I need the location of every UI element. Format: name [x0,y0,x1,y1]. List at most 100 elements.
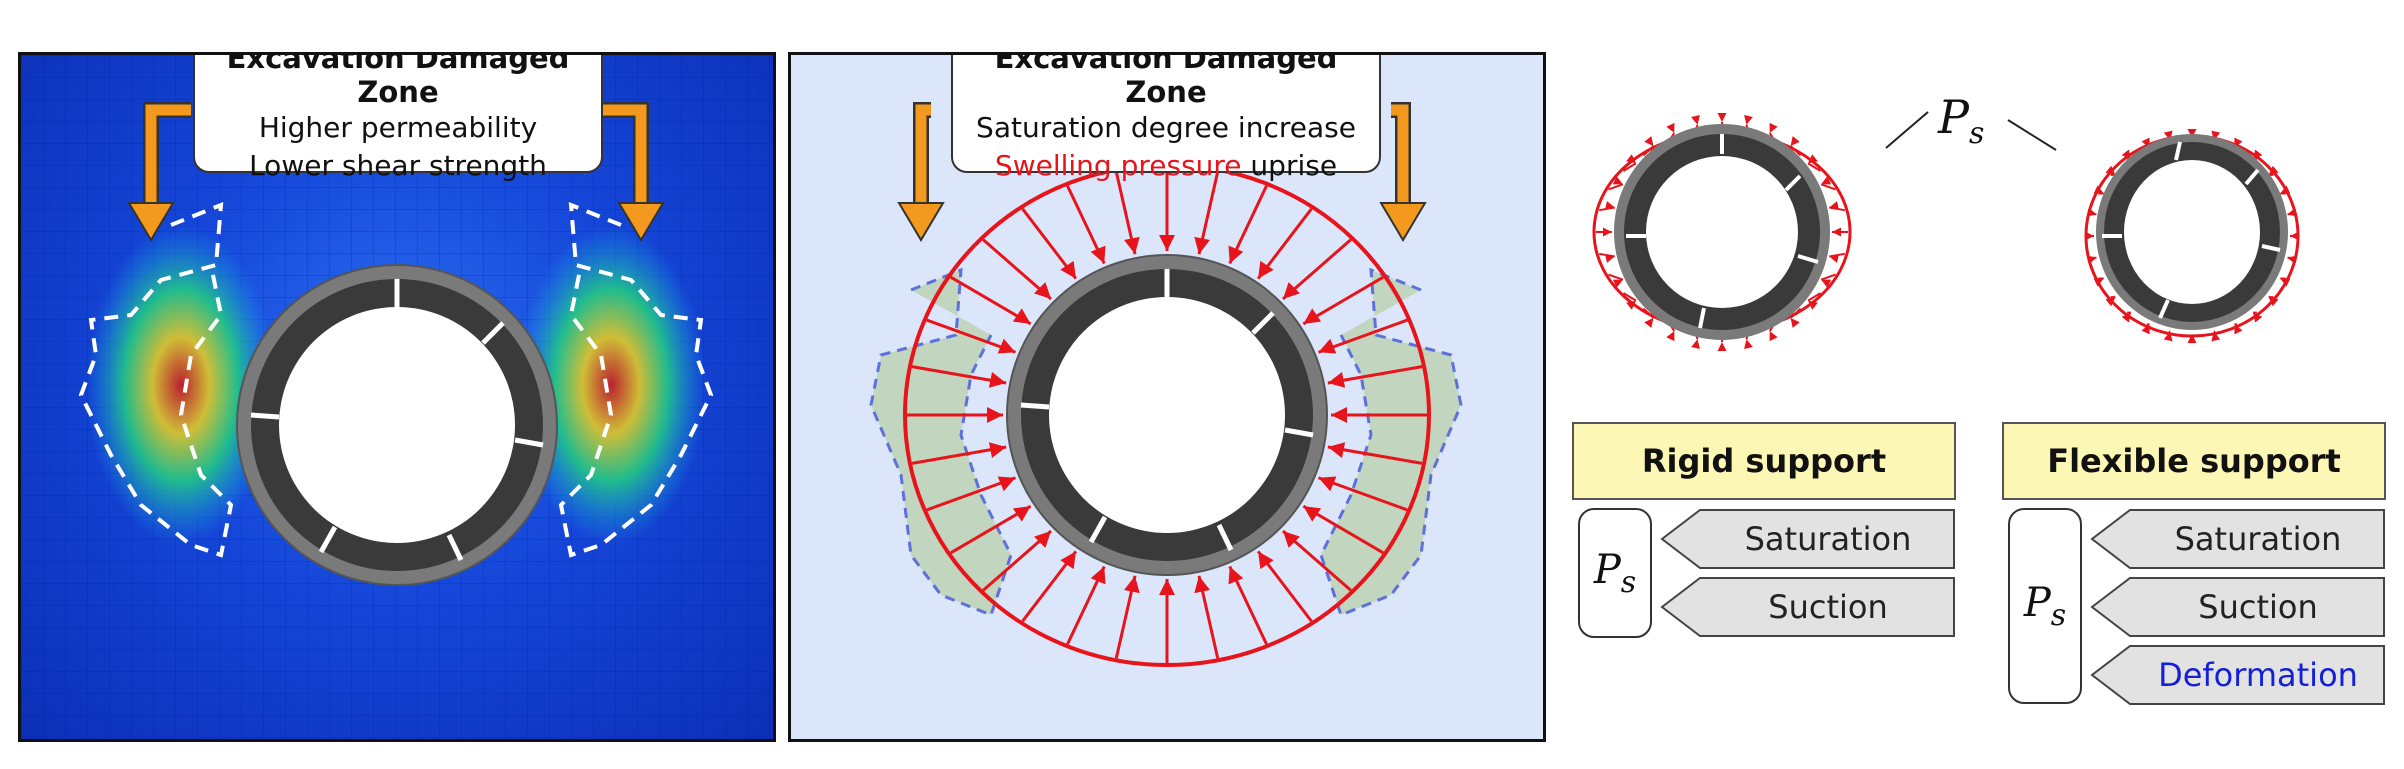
pressure-arrow-head [1691,114,1700,125]
pressure-arrow-head [2187,334,2197,343]
pressure-arrow-head [1282,530,1300,548]
pressure-arrow-head [2121,149,2131,160]
rigid-support-title: Rigid support [1572,422,1956,500]
pressure-arrow-head [1829,254,1840,263]
pressure-arrow-head [1821,176,1832,185]
pressure-arrow-head [1717,342,1727,351]
pressure-arrow-head [1744,114,1753,125]
pressure-arrow-head [2141,324,2150,335]
flexible-factor-deformation: Deformation [2090,644,2386,706]
pressure-arrow-shaft [1745,327,1751,340]
pressure-arrow-head [2253,312,2263,323]
pressure-arrow-head [1012,308,1031,324]
pressure-arrow-shaft [1642,307,1655,319]
rigid-ps-box: Ps [1578,508,1652,638]
pressure-arrow-head [2280,278,2291,287]
pressure-arrow-head [1124,575,1140,594]
pressure-arrow-head [1258,551,1274,570]
ps-label: P [2023,579,2051,626]
pressure-arrow-head [1327,442,1346,458]
edz-zone-right [1319,267,1463,617]
pressure-arrow-head [1327,372,1346,388]
pressure-arrow-shaft [1829,252,1846,258]
pressure-arrow-head [2234,324,2243,335]
pressure-arrow-shaft [1608,183,1624,191]
callout-line: Swelling pressure uprise [953,147,1379,185]
pressure-arrow-head [2086,207,2097,217]
flexible-factor-suction: Suction [2090,576,2386,638]
pressure-arrow-head [1303,308,1322,324]
pressure-arrow-head [2211,130,2221,141]
pressure-arrow-head [2121,312,2131,323]
swelling-pressure-text: Swelling pressure [994,149,1242,182]
edz-swelling-panel: Excavation Damaged Zone Saturation degre… [788,52,1546,742]
pressure-arrow-shaft [1807,162,1822,172]
pressure-arrow-shaft [1693,327,1699,340]
pressure-arrow-head [1090,245,1106,264]
factor-label: Saturation [1744,520,1912,558]
pressure-arrow-head [1626,300,1636,310]
pressure-arrow-head [1159,235,1175,251]
edz-zone-left [869,267,1013,617]
pressure-arrow-head [2105,165,2116,175]
pressure-arrow-head [1318,476,1337,492]
pressure-arrow-shaft [1666,132,1676,145]
factor-label: Suction [1768,588,1888,626]
pressure-arrow-head [1228,566,1244,585]
pressure-arrow-head [2280,185,2291,194]
pressure-arrow-shaft [1768,319,1778,332]
pressure-arrow-head [1626,154,1636,164]
pressure-arrow-head [1331,407,1347,423]
ps-subscript: s [2050,597,2067,633]
pressure-arrow-head [2086,255,2097,265]
pressure-arrow-head [1769,331,1778,342]
damage-hotspot-right [516,225,706,545]
rigid-factor-suction: Suction [1660,576,1956,638]
pressure-arrow-head [1612,176,1623,185]
pressure-arrow-head [1808,154,1818,164]
pressure-arrow-head [1644,318,1654,328]
pressure-arrow-head [1194,575,1210,594]
pressure-arrow-shaft [1789,307,1802,319]
swelling-pressure-graphic [869,102,1463,667]
rigid-lining [1614,124,1830,340]
pressure-arrow-head [1604,254,1615,263]
flexible-pressure-envelope [2084,134,2300,338]
pressure-arrow-head [2163,331,2173,342]
pressure-arrow-shaft [1598,206,1615,212]
pressure-arrow-head [1666,331,1675,342]
callout-line: Saturation degree increase [976,111,1356,144]
ps-leader-left [1885,111,1929,149]
pressure-arrow-head [988,442,1007,458]
pressure-arrow-shaft [1622,292,1637,302]
orange-arrow-left [127,102,191,242]
pressure-arrow-head [2287,255,2298,265]
pressure-arrow-head [1832,227,1841,237]
pressure-arrow-head [1282,282,1300,300]
pressure-arrow-head [988,372,1007,388]
pressure-arrow-shaft [1693,124,1699,137]
rigid-pressure-envelope [1592,130,1852,334]
flexible-pressure-arrows [2085,129,2299,343]
pressure-arrow-head [1090,566,1106,585]
pressure-arrow-head [1717,113,1727,122]
pressure-arrow-head [997,476,1016,492]
pressure-arrow-head [1258,260,1274,279]
pressure-arrow-head [2141,137,2150,148]
pressure-arrow-head [1644,136,1654,146]
pressure-arrow-head [1612,279,1623,288]
pressure-arrow-head [1808,300,1818,310]
factor-label: Deformation [2158,656,2358,694]
flexible-support-title: Flexible support [2002,422,2386,500]
pressure-arrow-head [2211,331,2221,342]
tunnel-lining [236,264,558,586]
pressure-arrow-head [1744,339,1753,350]
edz-boundary-left [78,201,234,558]
flexible-ps-box: Ps [2008,508,2082,704]
pressure-arrow-head [2163,130,2173,141]
pressure-arrow-shaft [1642,145,1655,157]
pressure-arrow-head [2187,129,2197,138]
pressure-arrow-head [1012,506,1031,522]
callout-title: Excavation Damaged Zone [994,52,1338,109]
pressure-arrow-head [1303,506,1322,522]
